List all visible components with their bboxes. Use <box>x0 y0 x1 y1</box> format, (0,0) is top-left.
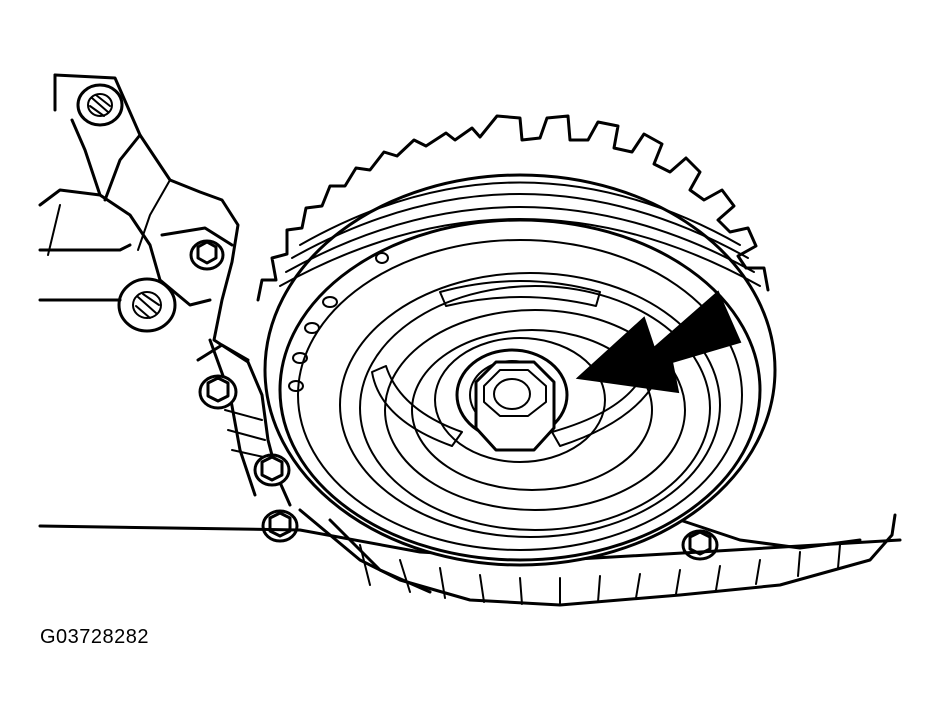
bracket-bolt-4 <box>261 509 299 543</box>
bracket-bolt-1 <box>189 239 225 271</box>
tone-ring <box>256 114 770 302</box>
threaded-hole-lower <box>117 277 177 333</box>
pulley-timing-holes <box>288 252 389 392</box>
housing-bolt-right <box>681 529 719 561</box>
threaded-hole-upper <box>76 83 124 127</box>
center-bolt <box>455 348 569 452</box>
figure-code-label: G03728282 <box>40 626 150 648</box>
arrow-pointing-to-bolt-icon <box>575 290 742 394</box>
engine-bracket <box>38 73 292 507</box>
bracket-bolt-2 <box>198 374 238 410</box>
bracket-bolt-3 <box>253 453 291 487</box>
